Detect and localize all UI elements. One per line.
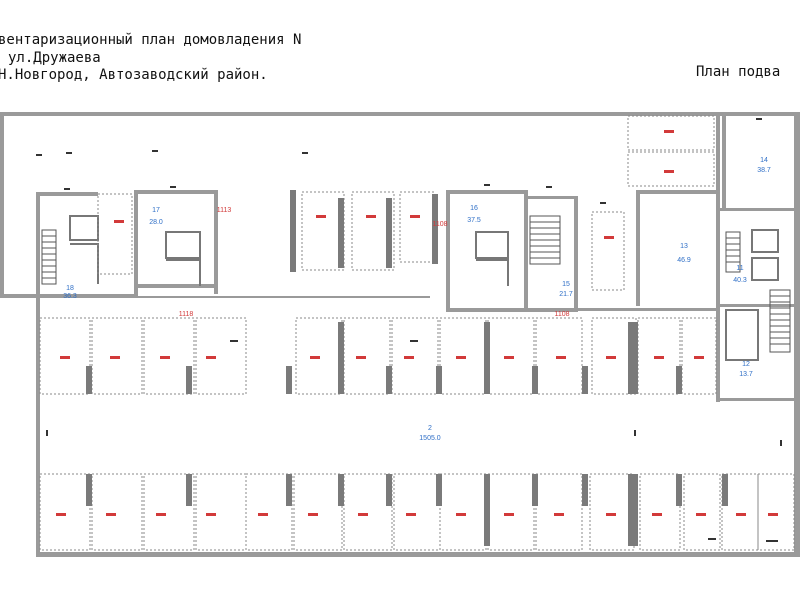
room-13-number: 13 bbox=[680, 243, 688, 250]
room-16-number: 16 bbox=[470, 205, 478, 212]
label-1108: 1108 bbox=[554, 311, 569, 318]
room-13-area: 46.9 bbox=[677, 257, 691, 264]
room-2-area: 1505.0 bbox=[419, 435, 441, 442]
room-15-number: 15 bbox=[562, 281, 570, 288]
room-12-area: 13.7 bbox=[739, 371, 753, 378]
room-14-area: 38.7 bbox=[757, 167, 771, 174]
plan-label: План подва bbox=[696, 64, 781, 80]
room-11-area: 40.3 bbox=[733, 277, 747, 284]
label-1118: 1118 bbox=[179, 311, 194, 318]
room-16-area: 37.5 bbox=[467, 217, 481, 224]
header-line-1: вентаризационный план домовладения N bbox=[0, 32, 302, 48]
room-17-area: 28.0 bbox=[149, 219, 163, 226]
room-2-number: 2 bbox=[428, 425, 432, 432]
small-rooms bbox=[69, 215, 779, 361]
room-labels: 18 36.3 17 28.0 16 37.5 15 21.7 13 46.9 … bbox=[63, 157, 771, 442]
label-1113: 1113 bbox=[217, 207, 232, 214]
stall-markers bbox=[56, 130, 778, 516]
columns bbox=[86, 190, 728, 546]
header-line-2: ул.Дружаева bbox=[8, 50, 101, 66]
room-17-number: 17 bbox=[152, 207, 160, 214]
room-12-number: 12 bbox=[742, 361, 750, 368]
room-11-number: 11 bbox=[736, 265, 743, 272]
label-1108-b: 1108 bbox=[432, 221, 447, 228]
stairs bbox=[41, 215, 791, 353]
header-line-3: Н.Новгород, Автозаводский район. bbox=[0, 67, 268, 83]
dimension-marks bbox=[36, 118, 782, 542]
interior-walls bbox=[36, 112, 796, 402]
passage-labels: 1118 1113 1108 1108 bbox=[179, 207, 570, 318]
room-14-number: 14 bbox=[760, 157, 768, 164]
room-15-area: 21.7 bbox=[559, 291, 573, 298]
room-18-area: 36.3 bbox=[63, 293, 77, 300]
room-18-number: 18 bbox=[66, 285, 74, 292]
outer-walls bbox=[0, 112, 800, 557]
